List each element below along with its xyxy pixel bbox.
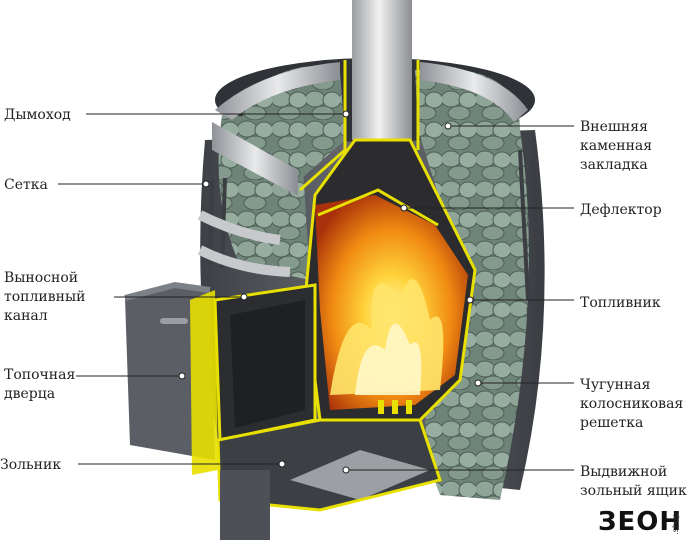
ash-pit [216, 418, 442, 540]
fuel-channel [213, 283, 317, 442]
logo-text: ЗЕОН [598, 507, 683, 537]
label-firebox-door: Топочная дверца [4, 367, 76, 402]
leader-dots [178, 110, 482, 474]
leader-lines [58, 113, 574, 471]
label-grate: Чугунная колосниковая решетка [580, 377, 684, 431]
brand-logo: ЗЕОН .shop [598, 505, 698, 547]
label-fuel-channel: Выносной топливный канал [4, 270, 86, 324]
label-chimney: Дымоход [4, 107, 71, 123]
chimney-pipe [299, 0, 420, 192]
firebox-door [124, 281, 218, 475]
label-ash-drawer: Выдвижной зольный ящик [580, 464, 687, 499]
label-outer-stones: Внешняя каменная закладка [580, 119, 653, 173]
side-grid [197, 149, 542, 331]
label-deflector: Дефлектор [580, 202, 662, 218]
label-grid: Сетка [4, 177, 48, 193]
cast-iron-grate [378, 400, 412, 414]
logo-subtext: .shop [671, 513, 680, 535]
label-ash-pit: Зольник [0, 457, 62, 473]
label-firebox: Топливник [580, 295, 661, 311]
firebox-cut [303, 138, 477, 422]
door-handle [160, 318, 188, 324]
top-ring [212, 62, 528, 196]
